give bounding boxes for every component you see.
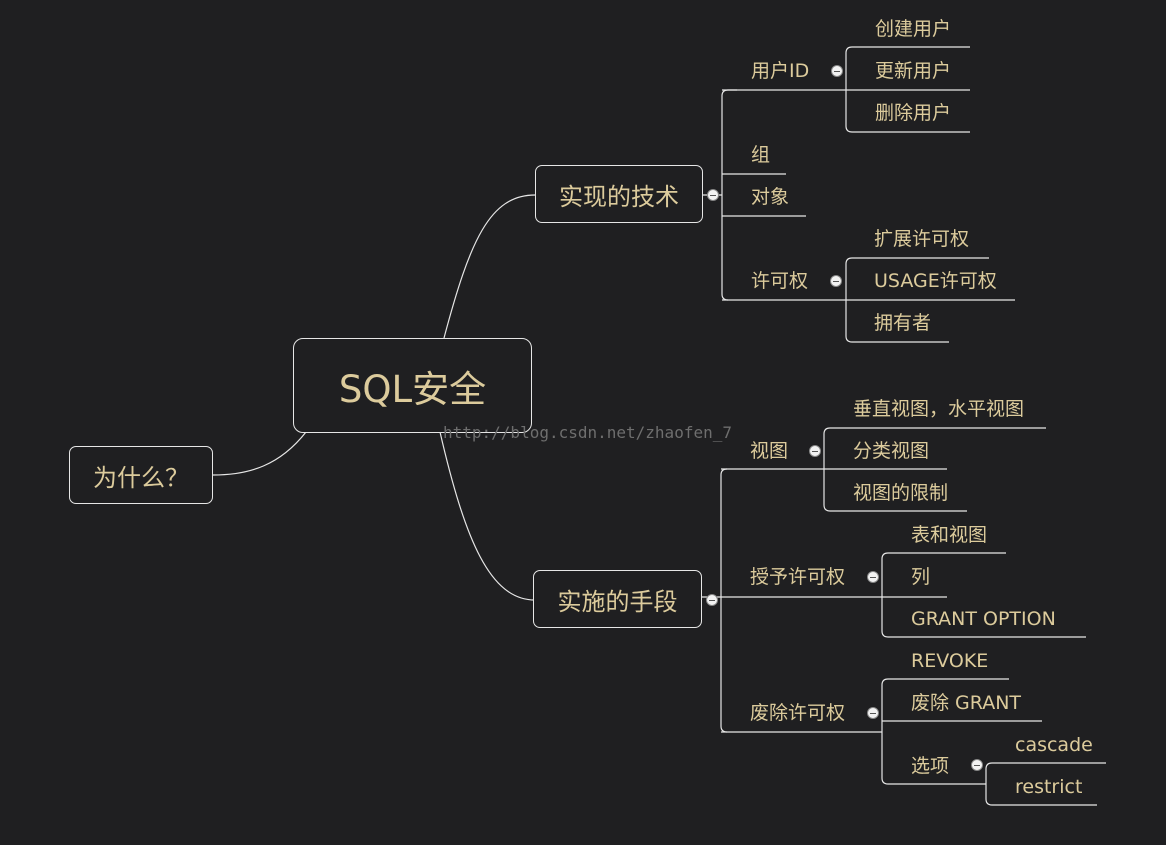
why-label: 为什么？ [93, 463, 189, 492]
column-node[interactable]: 列 [911, 566, 931, 588]
delete-user-node[interactable]: 删除用户 [875, 102, 952, 124]
cascade-node[interactable]: cascade [1015, 734, 1093, 756]
tech-collapse-toggle[interactable] [707, 189, 719, 201]
permission-collapse-toggle[interactable] [830, 275, 842, 287]
revoke-grant-node[interactable]: 废除 GRANT [911, 692, 1022, 714]
view-collapse-toggle[interactable] [809, 445, 821, 457]
owner-node[interactable]: 拥有者 [874, 312, 932, 334]
options-node[interactable]: 选项 [911, 755, 950, 777]
category-view-node[interactable]: 分类视图 [853, 440, 930, 462]
root-label: SQL安全 [338, 367, 487, 411]
table-view-node[interactable]: 表和视图 [911, 524, 988, 546]
revoke-collapse-toggle[interactable] [867, 707, 879, 719]
object-node[interactable]: 对象 [751, 186, 790, 208]
permission-node[interactable]: 许可权 [751, 270, 809, 292]
revoke-node[interactable]: REVOKE [911, 650, 989, 672]
means-label: 实施的手段 [557, 587, 678, 616]
watermark: http://blog.csdn.net/zhaofen_7 [443, 423, 732, 442]
revoke-permission-node[interactable]: 废除许可权 [750, 702, 846, 724]
create-user-node[interactable]: 创建用户 [875, 18, 952, 40]
means-node[interactable]: 实施的手段 [533, 570, 702, 628]
why-node[interactable]: 为什么？ [69, 446, 213, 504]
tech-node[interactable]: 实现的技术 [535, 165, 703, 223]
usage-permission-node[interactable]: USAGE许可权 [874, 270, 997, 292]
grant-collapse-toggle[interactable] [867, 571, 879, 583]
means-collapse-toggle[interactable] [706, 594, 718, 606]
options-collapse-toggle[interactable] [971, 759, 983, 771]
vertical-horizontal-view-node[interactable]: 垂直视图，水平视图 [853, 398, 1025, 420]
extend-permission-node[interactable]: 扩展许可权 [874, 228, 970, 250]
tech-label: 实现的技术 [559, 182, 679, 211]
update-user-node[interactable]: 更新用户 [875, 60, 952, 82]
view-limit-node[interactable]: 视图的限制 [853, 482, 949, 504]
group-node[interactable]: 组 [751, 144, 771, 166]
view-node[interactable]: 视图 [750, 440, 789, 462]
user-id-collapse-toggle[interactable] [831, 65, 843, 77]
grant-option-node[interactable]: GRANT OPTION [911, 608, 1056, 630]
user-id-node[interactable]: 用户ID [751, 60, 810, 82]
restrict-node[interactable]: restrict [1015, 776, 1083, 798]
grant-permission-node[interactable]: 授予许可权 [750, 566, 846, 588]
root-node[interactable]: SQL安全 [293, 338, 532, 433]
